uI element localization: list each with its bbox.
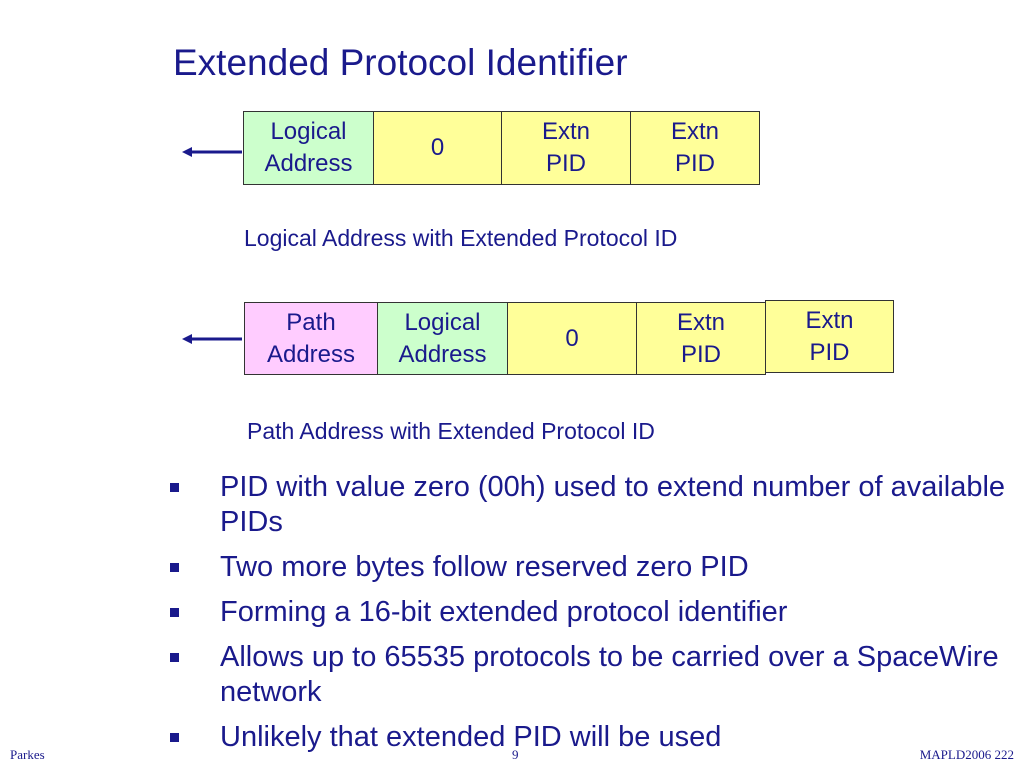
square-bullet-icon: [170, 653, 179, 662]
extn-pid-field: Extn PID: [630, 111, 760, 185]
footer-page-number: 9: [512, 747, 519, 762]
path-address-field: Path Address: [244, 302, 378, 375]
footer-author: Parkes: [10, 747, 45, 762]
bullet-item: Forming a 16-bit extended protocol ident…: [168, 595, 1008, 630]
extn-pid-field: Extn PID: [636, 302, 766, 375]
diagram-caption: Path Address with Extended Protocol ID: [247, 418, 655, 444]
footer-conference: MAPLD2006 222: [919, 747, 1014, 762]
extn-pid-field: Extn PID: [501, 111, 631, 185]
bullet-item: Unlikely that extended PID will be used: [168, 720, 1008, 755]
arrow-left-icon: [182, 334, 242, 344]
square-bullet-icon: [170, 733, 179, 742]
logical-address-field: Logical Address: [377, 302, 508, 375]
bullet-item: Two more bytes follow reserved zero PID: [168, 550, 1008, 585]
square-bullet-icon: [170, 483, 179, 492]
bullet-list: PID with value zero (00h) used to extend…: [168, 470, 1008, 765]
zero-pid-field: 0: [373, 111, 502, 185]
slide-title: Extended Protocol Identifier: [173, 42, 628, 83]
square-bullet-icon: [170, 608, 179, 617]
logical-address-packet: Logical Address 0 Extn PID Extn PID: [243, 111, 760, 185]
bullet-item: Allows up to 65535 protocols to be carri…: [168, 640, 1008, 710]
diagram-caption: Logical Address with Extended Protocol I…: [244, 225, 678, 251]
square-bullet-icon: [170, 563, 179, 572]
arrow-left-icon: [182, 147, 242, 157]
bullet-item: PID with value zero (00h) used to extend…: [168, 470, 1008, 540]
extn-pid-field: Extn PID: [765, 300, 894, 373]
path-address-packet: Path Address Logical Address 0 Extn PID …: [244, 300, 894, 375]
logical-address-field: Logical Address: [243, 111, 374, 185]
zero-pid-field: 0: [507, 302, 637, 375]
